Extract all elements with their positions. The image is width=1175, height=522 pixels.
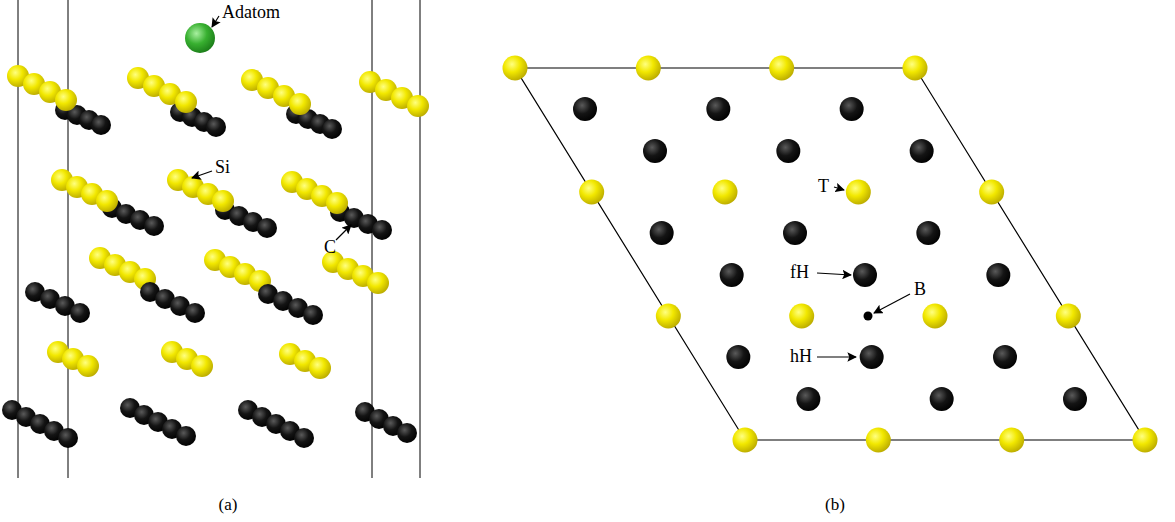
si-atom xyxy=(1056,304,1081,329)
callout-label: Si xyxy=(215,158,230,178)
si-atom xyxy=(979,180,1004,205)
si-atom xyxy=(407,95,429,117)
leader-line xyxy=(817,273,851,275)
si-atom xyxy=(846,180,871,205)
c-atom xyxy=(303,305,323,325)
c-atom xyxy=(993,345,1017,369)
site-label: T xyxy=(818,177,829,197)
si-atom xyxy=(866,428,891,453)
c-atom xyxy=(986,263,1010,287)
side-view-atoms xyxy=(2,65,429,448)
si-atom xyxy=(503,56,528,81)
si-atom xyxy=(289,93,311,115)
si-atom xyxy=(902,56,927,81)
si-atom xyxy=(212,190,234,212)
c-atom xyxy=(70,303,90,323)
si-atom xyxy=(733,428,758,453)
si-atom xyxy=(1133,428,1158,453)
cell-boundary xyxy=(18,0,420,478)
leader-line xyxy=(817,356,856,357)
supercell-outline xyxy=(515,68,1145,440)
c-atom xyxy=(91,115,111,135)
leader-line xyxy=(212,16,219,27)
si-atom xyxy=(309,357,331,379)
si-atom xyxy=(326,192,348,214)
c-atom xyxy=(294,428,314,448)
bridge-site-dot xyxy=(864,312,873,321)
c-atom xyxy=(796,387,820,411)
c-atom xyxy=(840,97,864,121)
leader-line xyxy=(336,225,351,240)
site-label: fH xyxy=(790,263,809,283)
si-atom xyxy=(636,56,661,81)
c-atom xyxy=(720,263,744,287)
callout-label: C xyxy=(324,238,336,258)
si-atom xyxy=(923,304,948,329)
si-atom xyxy=(713,180,738,205)
leader-lines xyxy=(192,16,910,357)
c-atom xyxy=(930,387,954,411)
si-atom xyxy=(656,304,681,329)
si-atom xyxy=(175,91,197,113)
panel-label: (b) xyxy=(825,496,845,515)
site-label: hH xyxy=(790,347,812,367)
c-atom xyxy=(860,345,884,369)
si-atom xyxy=(789,304,814,329)
c-atom xyxy=(706,97,730,121)
c-atom xyxy=(185,303,205,323)
si-atom xyxy=(96,190,118,212)
site-label: B xyxy=(914,280,926,300)
c-atom xyxy=(726,345,750,369)
c-atom xyxy=(853,263,877,287)
leader-line xyxy=(874,294,910,313)
c-atom xyxy=(776,139,800,163)
c-atom xyxy=(916,221,940,245)
si-atom xyxy=(77,355,99,377)
si-atom xyxy=(769,56,794,81)
c-atom xyxy=(650,221,674,245)
c-atom xyxy=(58,428,78,448)
c-atom xyxy=(206,117,226,137)
c-atom xyxy=(397,423,417,443)
c-atom xyxy=(322,119,342,139)
si-atom xyxy=(191,355,213,377)
c-atom xyxy=(573,97,597,121)
leader-line xyxy=(834,187,844,190)
adatom-sphere xyxy=(185,23,215,53)
top-view-atoms xyxy=(503,56,1158,453)
c-atom xyxy=(144,216,164,236)
c-atom xyxy=(783,221,807,245)
c-atom xyxy=(257,218,277,238)
c-atom xyxy=(1063,387,1087,411)
panel-label: (a) xyxy=(219,496,238,515)
si-atom xyxy=(999,428,1024,453)
callout-label: Adatom xyxy=(222,3,280,23)
si-atom xyxy=(579,180,604,205)
c-atom xyxy=(176,426,196,446)
si-atom xyxy=(55,89,77,111)
c-atom xyxy=(910,139,934,163)
c-atom xyxy=(643,139,667,163)
c-atom xyxy=(372,220,392,240)
si-atom xyxy=(367,272,389,294)
leader-line xyxy=(192,171,212,178)
